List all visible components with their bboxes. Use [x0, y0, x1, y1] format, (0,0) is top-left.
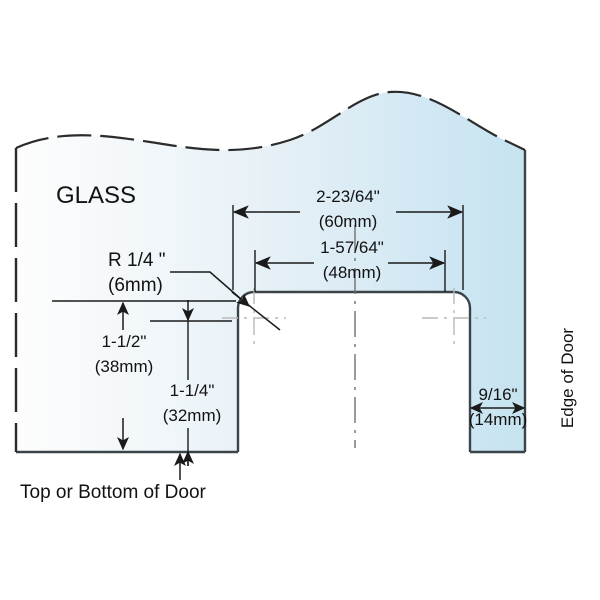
dim-label-edge-thickness-metric: (14mm): [469, 410, 528, 429]
dim-label-edge-thickness-imperial: 9/16": [478, 385, 517, 404]
glass-label: GLASS: [56, 182, 136, 209]
dim-label-depth-outer-imperial: 1-1/2": [102, 332, 147, 351]
dim-label-overall-width-imperial: 2-23/64": [316, 187, 380, 206]
glass-body-fill: [16, 91, 525, 452]
bottom-note-label: Top or Bottom of Door: [20, 482, 207, 503]
glass-outline-notch: [236, 290, 472, 452]
edge-of-door-label: Edge of Door: [558, 328, 577, 429]
dim-label-overall-width-metric: (60mm): [319, 212, 378, 231]
edge-note-group: Edge of Door: [558, 328, 577, 429]
dim-label-notch-width-imperial: 1-57/64": [320, 238, 384, 257]
bottom-note-group: Top or Bottom of Door: [20, 452, 207, 503]
dim-label-depth-inner-imperial: 1-1/4": [170, 381, 215, 400]
dimension-notch-width: 1-57/64" (48mm): [254, 238, 446, 292]
radius-callout: R 1/4 " (6mm): [108, 250, 281, 331]
dimension-notch-depth-outer: 1-1/2" (38mm): [52, 300, 236, 451]
centerlines-group: [222, 225, 486, 448]
dimension-overall-width: 2-23/64" (60mm): [232, 187, 464, 290]
dimension-edge-thickness: 9/16" (14mm): [469, 385, 528, 429]
dim-label-depth-outer-metric: (38mm): [95, 357, 154, 376]
radius-note-metric: (6mm): [108, 275, 163, 296]
dim-label-notch-width-metric: (48mm): [323, 263, 382, 282]
radius-leader-cross: [231, 291, 281, 331]
glass-body-group: [14, 90, 527, 454]
glass-break-line-top: [15, 90, 526, 152]
dim-label-depth-inner-metric: (32mm): [163, 406, 222, 425]
dimension-notch-depth-inner: 1-1/4" (32mm): [150, 300, 232, 466]
radius-note-imperial: R 1/4 ": [108, 250, 165, 271]
